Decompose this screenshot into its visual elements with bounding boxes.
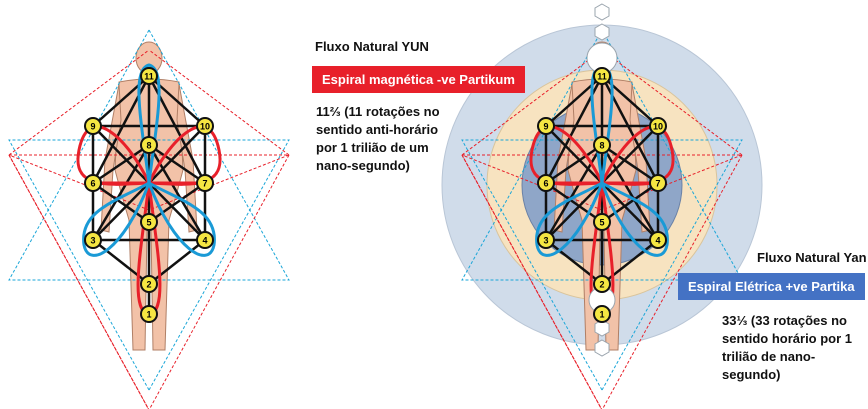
- left-node-10: [196, 117, 214, 135]
- left-node-label-10: 10: [200, 122, 210, 132]
- right-node-label-6: 6: [543, 179, 548, 189]
- right-node-label-3: 3: [543, 236, 548, 246]
- yan-description: 33⅓ (33 rotações no sentido horário por …: [722, 313, 853, 382]
- top-hexagon-chain: [586, 3, 618, 74]
- left-node-7: [196, 174, 214, 192]
- right-node-2: [593, 275, 611, 293]
- right-node-label-4: 4: [655, 236, 660, 246]
- left-node-4: [196, 231, 214, 249]
- right-node-label-5: 5: [599, 218, 604, 228]
- right-node-8: [593, 136, 611, 154]
- left-node-label-11: 11: [144, 72, 154, 82]
- right-node-label-1: 1: [599, 310, 604, 320]
- left-node-label-3: 3: [90, 236, 95, 246]
- left-node-5: [140, 213, 158, 231]
- yun-badge: Espiral magnética -ve Partikum: [312, 66, 525, 93]
- right-node-label-8: 8: [599, 141, 604, 151]
- bottom-hexagon-chain: [588, 286, 616, 357]
- right-node-group: 11 9 10 8 6 7 5 3 4 2 1: [537, 67, 667, 323]
- left-node-11: [140, 67, 158, 85]
- left-node-1: [140, 305, 158, 323]
- left-node-6: [84, 174, 102, 192]
- left-node-8: [140, 136, 158, 154]
- right-node-9: [537, 117, 555, 135]
- left-node-label-2: 2: [146, 280, 151, 290]
- yun-title: Fluxo Natural YUN: [315, 39, 429, 54]
- left-node-label-7: 7: [202, 179, 207, 189]
- right-node-6: [537, 174, 555, 192]
- left-node-3: [84, 231, 102, 249]
- right-node-label-10: 10: [653, 122, 663, 132]
- yan-badge: Espiral Elétrica +ve Partika: [678, 273, 865, 300]
- right-node-1: [593, 305, 611, 323]
- right-node-4: [649, 231, 667, 249]
- right-node-10: [649, 117, 667, 135]
- left-node-label-1: 1: [146, 310, 151, 320]
- left-node-label-8: 8: [146, 141, 151, 151]
- right-node-3: [537, 231, 555, 249]
- yun-description: 11⅔ (11 rotações no sentido anti-horário…: [316, 104, 440, 173]
- left-node-label-5: 5: [146, 218, 151, 228]
- left-node-2: [140, 275, 158, 293]
- left-node-9: [84, 117, 102, 135]
- right-node-5: [593, 213, 611, 231]
- right-node-label-2: 2: [599, 280, 604, 290]
- left-node-label-6: 6: [90, 179, 95, 189]
- right-node-7: [649, 174, 667, 192]
- right-node-label-11: 11: [597, 72, 607, 82]
- yan-title: Fluxo Natural Yan: [757, 250, 867, 265]
- left-node-group: 11 9 10 8 6 7 5 3 4 2 1: [84, 67, 214, 323]
- left-node-label-9: 9: [90, 122, 95, 132]
- right-node-label-9: 9: [543, 122, 548, 132]
- left-node-label-4: 4: [202, 236, 207, 246]
- right-node-label-7: 7: [655, 179, 660, 189]
- right-node-11: [593, 67, 611, 85]
